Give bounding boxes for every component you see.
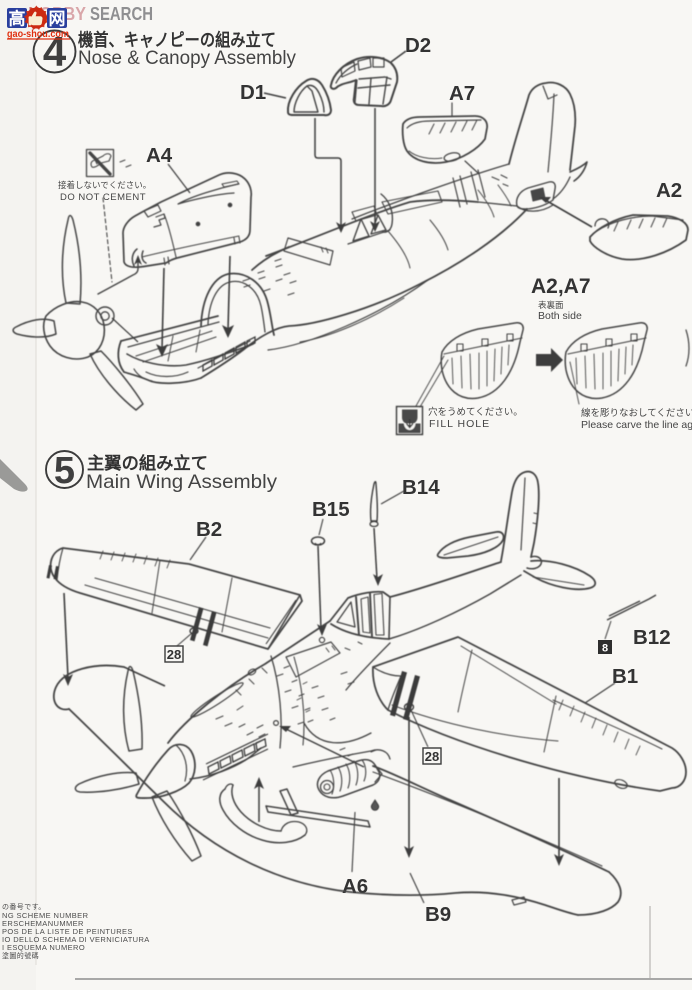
svg-text:ERSCHEMANUMMER: ERSCHEMANUMMER	[2, 919, 84, 928]
svg-text:線を彫りなおしてください: 線を彫りなおしてください	[581, 407, 692, 419]
svg-text:Nose & Canopy Assembly: Nose & Canopy Assembly	[78, 47, 296, 69]
svg-text:D1: D1	[240, 81, 266, 104]
svg-text:機首、キャノピーの組み立て: 機首、キャノピーの組み立て	[78, 30, 276, 50]
svg-text:SEARCH: SEARCH	[90, 4, 153, 24]
svg-text:穴をうめてください。: 穴をうめてください。	[428, 406, 523, 418]
svg-text:POS DE LA LISTE DE PEINTURES: POS DE LA LISTE DE PEINTURES	[2, 927, 133, 936]
svg-text:塗圖的號碼: 塗圖的號碼	[2, 951, 39, 960]
svg-text:B14: B14	[402, 476, 440, 499]
svg-text:gao-shou.com: gao-shou.com	[7, 28, 69, 40]
svg-text:4: 4	[43, 28, 67, 75]
svg-text:B1: B1	[612, 665, 638, 688]
svg-text:B12: B12	[633, 626, 671, 649]
svg-text:28: 28	[425, 749, 439, 764]
svg-text:28: 28	[167, 647, 181, 662]
svg-text:接着しないでください。: 接着しないでください。	[58, 180, 151, 190]
svg-text:D2: D2	[405, 34, 431, 57]
svg-text:Main Wing Assembly: Main Wing Assembly	[86, 471, 277, 493]
svg-text:A2: A2	[656, 179, 682, 202]
svg-text:I ESQUEMA NUMERO: I ESQUEMA NUMERO	[2, 943, 85, 952]
svg-text:A6: A6	[342, 875, 368, 898]
svg-text:の番号です。: の番号です。	[2, 903, 46, 911]
svg-text:A2,A7: A2,A7	[531, 275, 591, 298]
svg-text:高: 高	[9, 9, 26, 29]
svg-text:网: 网	[49, 10, 66, 29]
svg-text:Both side: Both side	[538, 310, 582, 322]
svg-text:B9: B9	[425, 903, 451, 926]
svg-text:5: 5	[54, 450, 75, 492]
svg-text:FILL HOLE: FILL HOLE	[429, 418, 490, 430]
svg-text:IO DELLO SCHEMA DI VERNICIATUR: IO DELLO SCHEMA DI VERNICIATURA	[2, 935, 150, 944]
svg-text:主翼の組み立て: 主翼の組み立て	[87, 453, 208, 473]
svg-text:A4: A4	[146, 144, 173, 167]
svg-text:表裏面: 表裏面	[538, 300, 564, 310]
svg-text:NG SCHEME NUMBER: NG SCHEME NUMBER	[2, 911, 89, 920]
svg-text:DO NOT CEMENT: DO NOT CEMENT	[60, 192, 146, 203]
svg-text:B15: B15	[312, 498, 350, 521]
svg-text:Please carve the line aga: Please carve the line aga	[581, 419, 692, 431]
svg-text:8: 8	[602, 643, 608, 655]
svg-text:B2: B2	[196, 518, 222, 541]
svg-text:A7: A7	[449, 82, 475, 105]
